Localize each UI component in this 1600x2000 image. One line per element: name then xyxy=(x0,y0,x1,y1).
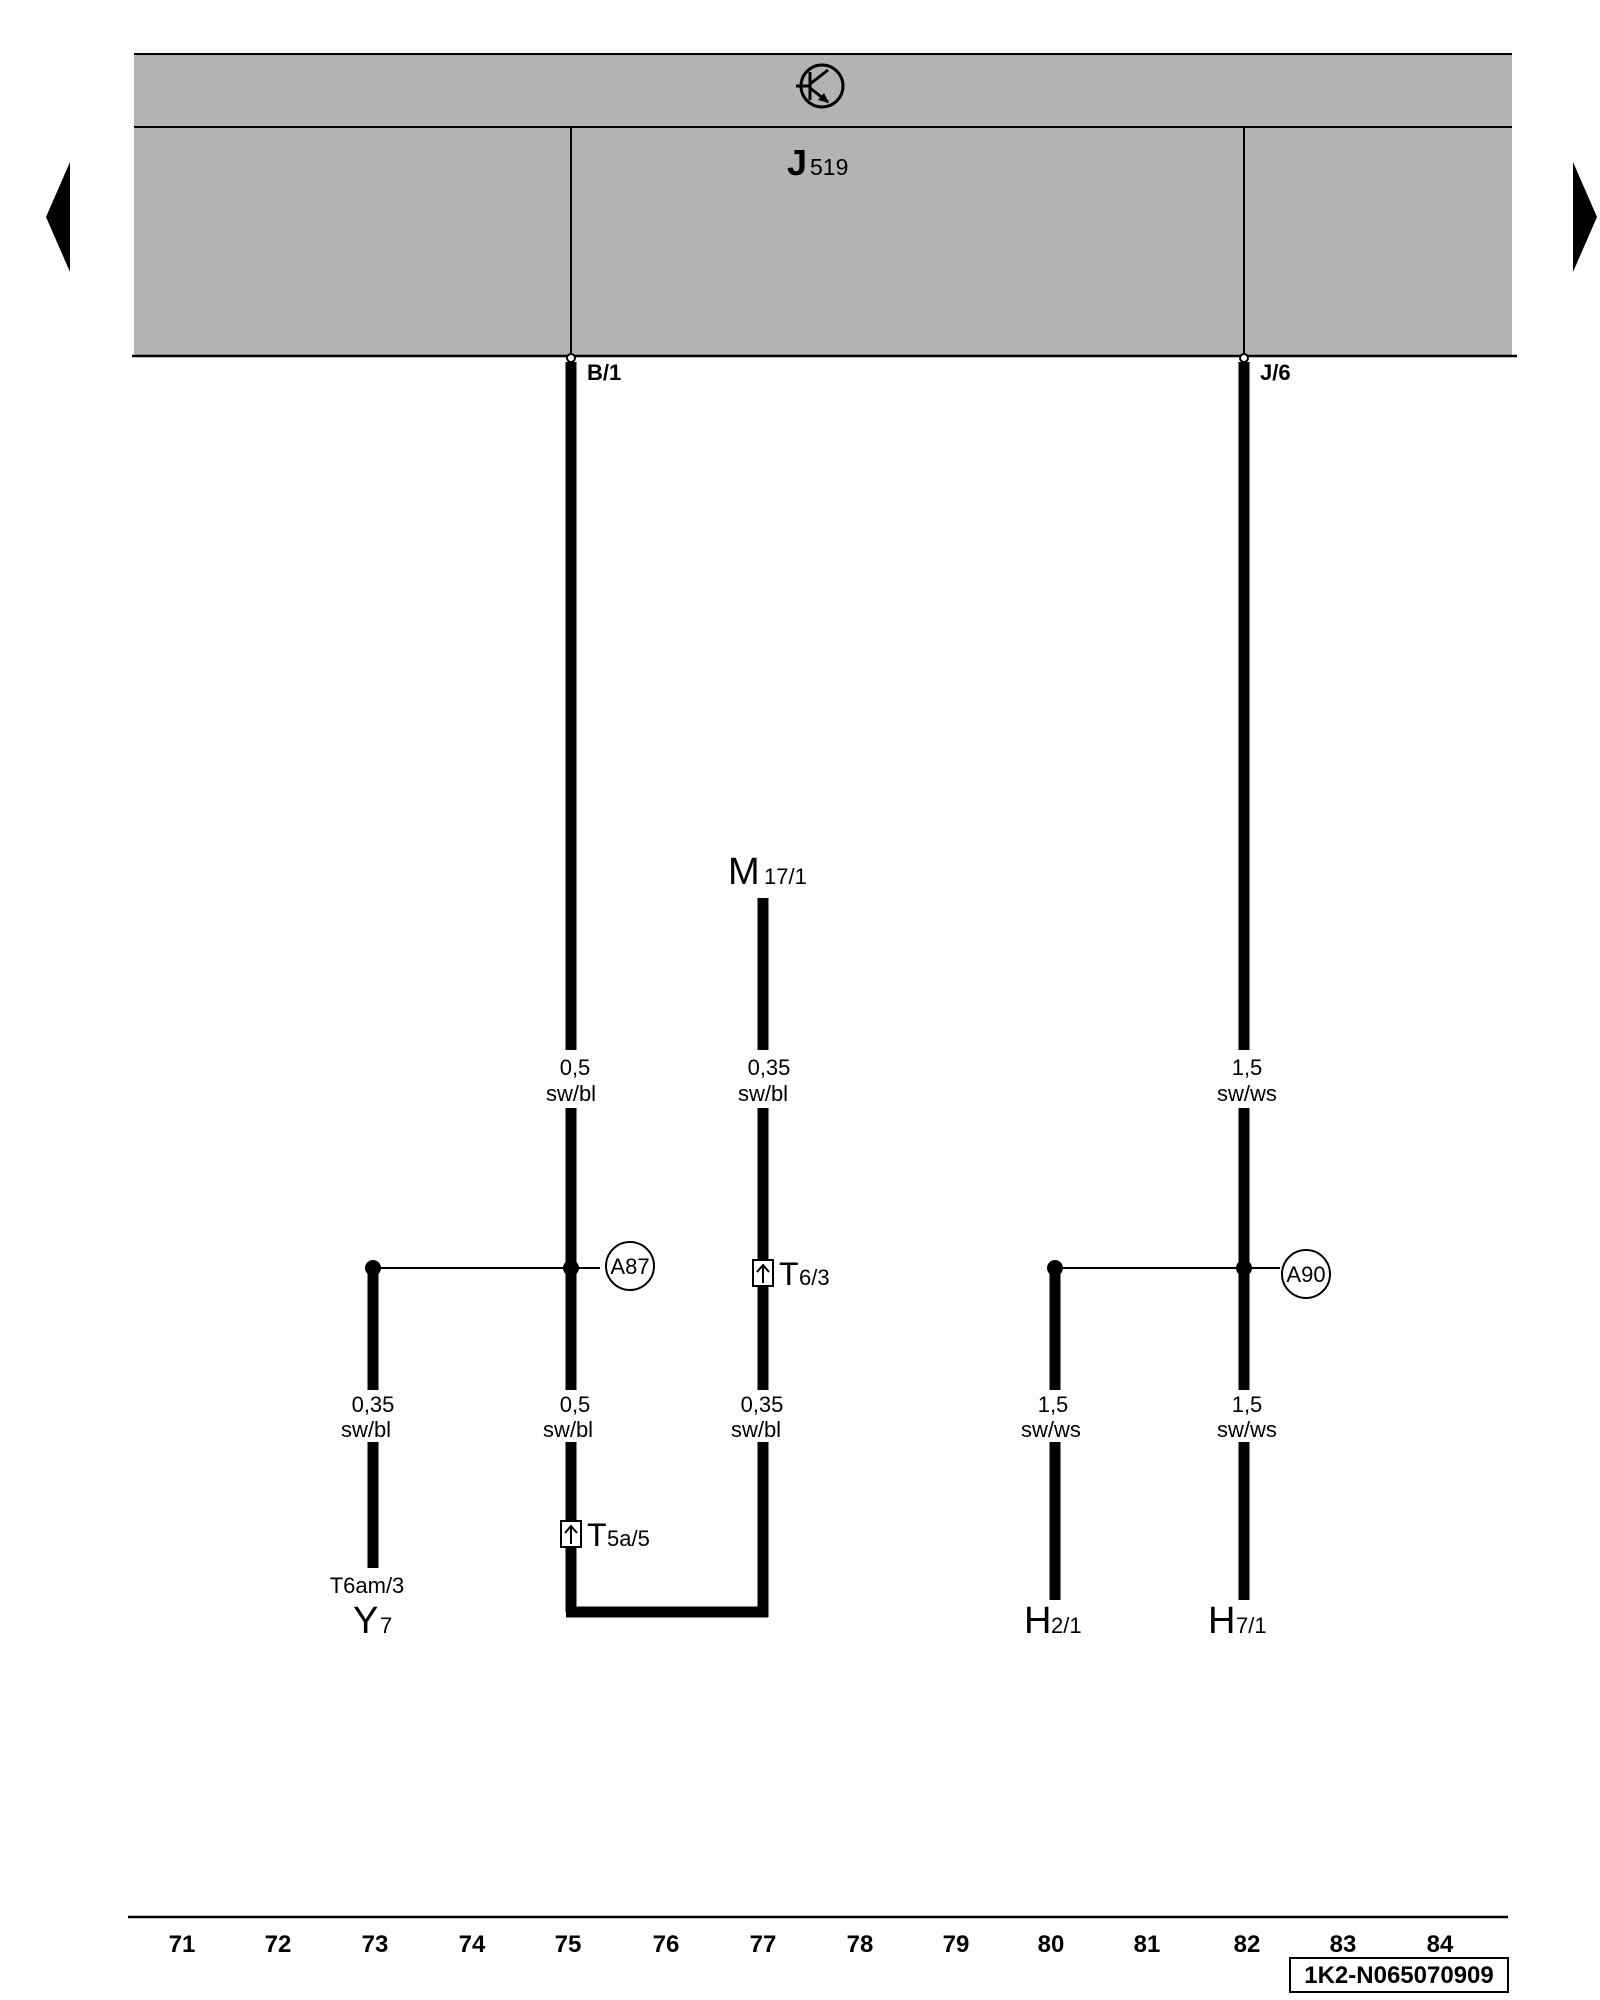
wire-h2-size: 1,5 xyxy=(1038,1392,1069,1417)
grid-number: 74 xyxy=(459,1931,486,1958)
electronic-component-icon xyxy=(796,63,845,109)
grid-number: 71 xyxy=(169,1931,196,1958)
source-m17-sub: 17/1 xyxy=(764,864,807,889)
component-letter: J xyxy=(787,142,807,183)
grid-numbers: 71 72 73 74 75 76 77 78 79 80 81 82 83 8… xyxy=(169,1931,1454,1958)
terminal-y7-letter: Y xyxy=(353,1600,378,1642)
terminal-h2-letter: H xyxy=(1024,1600,1051,1642)
wire-b1-lower-size: 0,5 xyxy=(560,1392,591,1417)
control-unit-j519: J 519 xyxy=(132,53,1517,358)
wire-b1-upper-size: 0,5 xyxy=(560,1055,591,1080)
pin-b1-terminal xyxy=(566,353,576,363)
source-m17-letter: M xyxy=(728,851,760,893)
terminal-y7-pin: T6am/3 xyxy=(330,1573,405,1598)
splice-dot xyxy=(1236,1260,1252,1276)
splice-a87-circle xyxy=(605,1241,655,1291)
grid-number: 79 xyxy=(943,1931,970,1958)
grid-number: 76 xyxy=(653,1931,680,1958)
connector-t5a-sub: 5a/5 xyxy=(607,1526,650,1551)
wire-m17-lower-color: sw/bl xyxy=(731,1417,781,1442)
splice-dot xyxy=(1047,1260,1063,1276)
splice-a90-label: A90 xyxy=(1286,1262,1325,1287)
grid-number: 80 xyxy=(1038,1931,1065,1958)
doc-id: 1K2-N065070909 xyxy=(1304,1962,1493,1989)
connector-t5a-letter: T xyxy=(587,1517,607,1553)
terminal-h7-sub: 7/1 xyxy=(1236,1613,1267,1638)
pin-j6-label: J/6 xyxy=(1260,360,1291,385)
next-page-arrow-icon[interactable] xyxy=(1573,162,1597,272)
wire-m17-upper-color: sw/bl xyxy=(738,1081,788,1106)
wire-h7-color: sw/ws xyxy=(1217,1417,1277,1442)
wire-j6-upper-color: sw/ws xyxy=(1217,1081,1277,1106)
wire-b1-lower-color: sw/bl xyxy=(543,1417,593,1442)
grid-number: 75 xyxy=(555,1931,582,1958)
wire-m17-lower-size: 0,35 xyxy=(741,1392,784,1417)
grid-number: 81 xyxy=(1134,1931,1161,1958)
doc-id-box xyxy=(1289,1957,1509,1993)
wire-h7-size: 1,5 xyxy=(1232,1392,1263,1417)
prev-page-arrow-icon[interactable] xyxy=(46,162,70,272)
splice-a90-circle xyxy=(1281,1249,1331,1299)
pin-j6-terminal xyxy=(1239,353,1249,363)
grid-number: 84 xyxy=(1427,1931,1454,1958)
wire-m17-upper-size: 0,35 xyxy=(748,1055,791,1080)
connector-t5a-icon xyxy=(560,1520,582,1548)
terminal-y7-sub: 7 xyxy=(380,1613,392,1638)
connector-t6-letter: T xyxy=(779,1256,799,1292)
grid-number: 77 xyxy=(750,1931,777,1958)
wire-group xyxy=(367,362,1250,1618)
splice-dot xyxy=(563,1260,579,1276)
wire-h2-color: sw/ws xyxy=(1021,1417,1081,1442)
grid-number: 78 xyxy=(847,1931,874,1958)
grid-number: 72 xyxy=(265,1931,292,1958)
wire-y7-size: 0,35 xyxy=(352,1392,395,1417)
connector-t6-sub: 6/3 xyxy=(799,1265,830,1290)
wire-y7-color: sw/bl xyxy=(341,1417,391,1442)
grid-number: 83 xyxy=(1330,1931,1357,1958)
splice-a87-label: A87 xyxy=(610,1254,649,1279)
wire-b1-upper-color: sw/bl xyxy=(546,1081,596,1106)
pin-b1-label: B/1 xyxy=(587,360,621,385)
grid-number: 73 xyxy=(362,1931,389,1958)
connector-t6-icon xyxy=(752,1259,774,1287)
component-number: 519 xyxy=(810,154,848,180)
splice-dot xyxy=(365,1260,381,1276)
terminal-h2-sub: 2/1 xyxy=(1051,1613,1082,1638)
wire-j6-upper-size: 1,5 xyxy=(1232,1055,1263,1080)
terminal-h7-letter: H xyxy=(1208,1600,1235,1642)
grid-number: 82 xyxy=(1234,1931,1261,1958)
